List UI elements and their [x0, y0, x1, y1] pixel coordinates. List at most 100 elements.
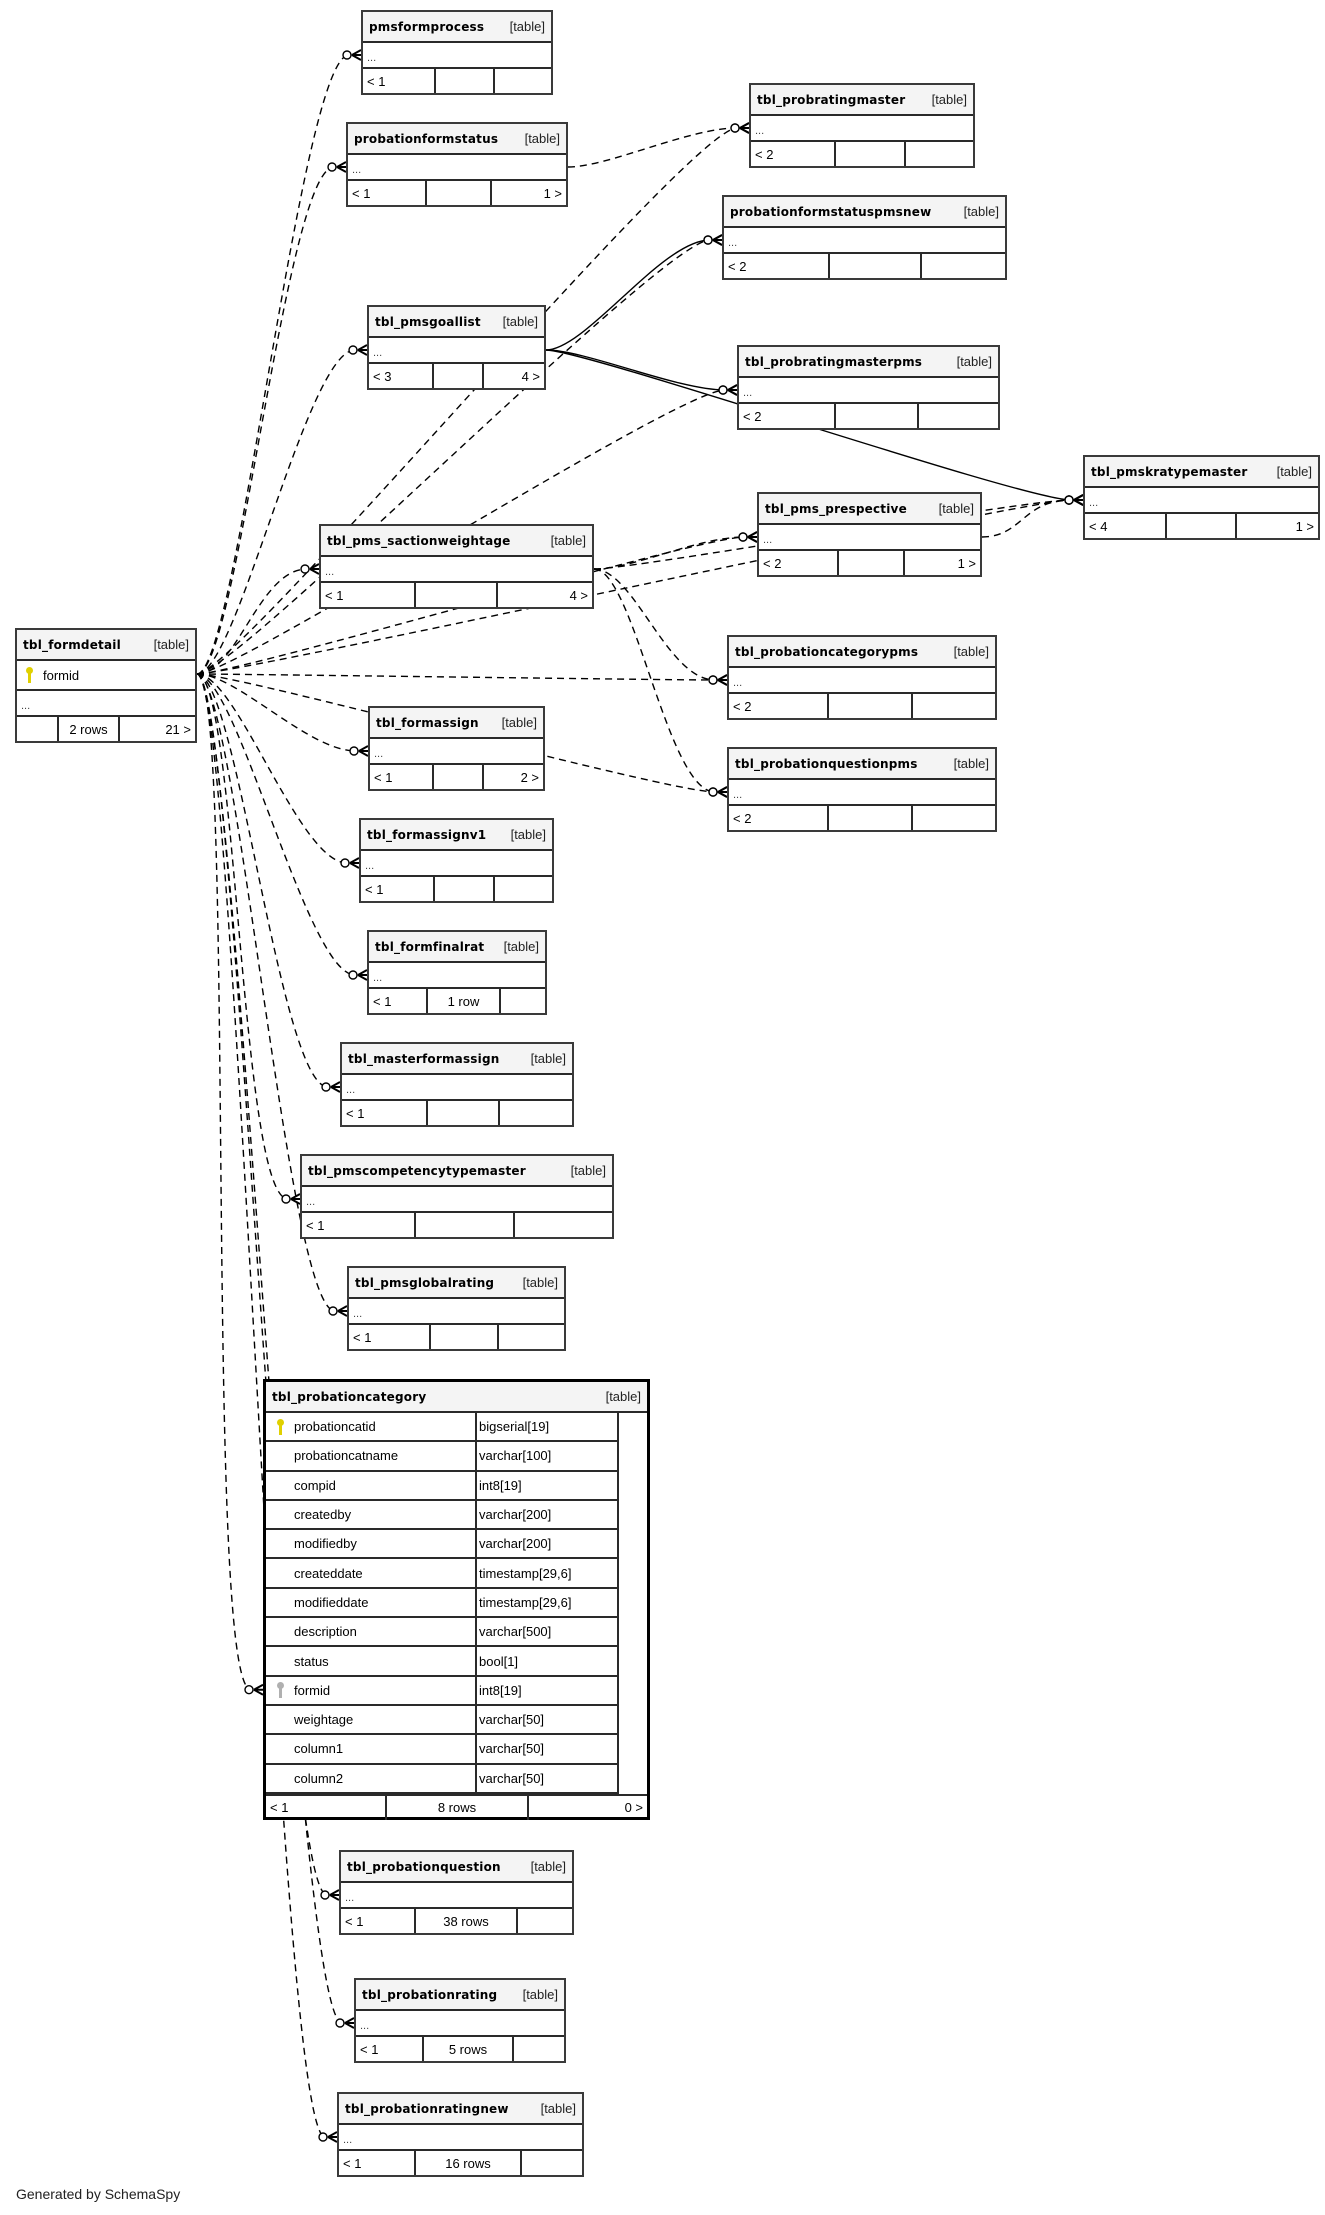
- column-row[interactable]: formid: [17, 661, 195, 691]
- parents-count[interactable]: < 1: [363, 69, 436, 93]
- table-header[interactable]: tbl_pmsgoallist[table]: [369, 307, 544, 338]
- table-header[interactable]: pmsformprocess[table]: [363, 12, 551, 43]
- children-count[interactable]: [495, 877, 552, 901]
- table-header[interactable]: tbl_pmscompetencytypemaster[table]: [302, 1156, 612, 1187]
- children-count[interactable]: 21 >: [165, 721, 191, 737]
- parents-count[interactable]: < 1: [339, 2151, 416, 2175]
- table-tbl-probationquestionpms[interactable]: tbl_probationquestionpms[table] ... < 2: [727, 747, 997, 832]
- table-name[interactable]: tbl_probationrating: [362, 1987, 498, 2002]
- table-name[interactable]: tbl_formfinalrat: [375, 939, 485, 954]
- table-tbl-masterformassign[interactable]: tbl_masterformassign[table] ... < 1: [340, 1042, 574, 1127]
- children-count[interactable]: [518, 1909, 572, 1933]
- children-count[interactable]: [515, 1213, 612, 1237]
- table-header[interactable]: tbl_probationcategory[table]: [266, 1382, 647, 1413]
- parents-count[interactable]: < 1: [348, 181, 427, 205]
- children-count[interactable]: [522, 2151, 582, 2175]
- table-pmsformprocess[interactable]: pmsformprocess[table] ... < 1: [361, 10, 553, 95]
- table-name[interactable]: tbl_formassignv1: [367, 827, 487, 842]
- table-header[interactable]: tbl_formassignv1[table]: [361, 820, 552, 851]
- table-header[interactable]: tbl_formdetail[table]: [17, 630, 195, 661]
- table-name[interactable]: probationformstatus: [354, 131, 499, 146]
- table-probationformstatuspmsnew[interactable]: probationformstatuspmsnew[table] ... < 2: [722, 195, 1007, 280]
- table-header[interactable]: tbl_probationrating[table]: [356, 1980, 564, 2011]
- table-tbl-probratingmaster[interactable]: tbl_probratingmaster[table] ... < 2: [749, 83, 975, 168]
- parents-count[interactable]: < 1: [341, 1909, 416, 1933]
- table-name[interactable]: tbl_pmsglobalrating: [355, 1275, 495, 1290]
- children-count[interactable]: 4 >: [521, 368, 540, 384]
- table-name[interactable]: tbl_pms_sactionweightage: [327, 533, 511, 548]
- children-count[interactable]: [499, 1325, 564, 1349]
- parents-count[interactable]: < 1: [361, 877, 435, 901]
- table-header[interactable]: tbl_probationquestionpms[table]: [729, 749, 995, 780]
- parents-count[interactable]: < 3: [369, 364, 434, 388]
- table-name[interactable]: tbl_pmsgoallist: [375, 314, 481, 329]
- table-tbl-probationcategory[interactable]: tbl_probationcategory[table] probationca…: [263, 1379, 650, 1820]
- children-count[interactable]: 1 >: [1295, 518, 1314, 534]
- parents-count[interactable]: [17, 717, 59, 741]
- table-header[interactable]: tbl_formfinalrat[table]: [369, 932, 545, 963]
- children-count[interactable]: 4 >: [569, 587, 588, 603]
- table-name[interactable]: tbl_pms_prespective: [765, 501, 907, 516]
- children-count[interactable]: [922, 254, 1005, 278]
- parents-count[interactable]: < 1: [321, 583, 416, 607]
- table-header[interactable]: tbl_masterformassign[table]: [342, 1044, 572, 1075]
- table-header[interactable]: tbl_probratingmaster[table]: [751, 85, 973, 116]
- parents-count[interactable]: < 2: [724, 254, 830, 278]
- table-tbl-probationcategorypms[interactable]: tbl_probationcategorypms[table] ... < 2: [727, 635, 997, 720]
- table-name[interactable]: pmsformprocess: [369, 19, 485, 34]
- table-name[interactable]: tbl_masterformassign: [348, 1051, 500, 1066]
- table-header[interactable]: tbl_formassign[table]: [370, 708, 543, 739]
- children-count[interactable]: 1 >: [543, 185, 562, 201]
- parents-count[interactable]: < 1: [356, 2037, 424, 2061]
- table-name[interactable]: tbl_probratingmasterpms: [745, 354, 923, 369]
- table-header[interactable]: tbl_probationquestion[table]: [341, 1852, 572, 1883]
- children-count[interactable]: [501, 989, 545, 1013]
- table-header[interactable]: tbl_probratingmasterpms[table]: [739, 347, 998, 378]
- table-name[interactable]: probationformstatuspmsnew: [730, 204, 932, 219]
- table-name[interactable]: tbl_formdetail: [23, 637, 121, 652]
- children-count[interactable]: 1 >: [957, 555, 976, 571]
- children-count[interactable]: [495, 69, 551, 93]
- children-count[interactable]: [913, 806, 995, 830]
- table-name[interactable]: tbl_probationcategorypms: [735, 644, 919, 659]
- parents-count[interactable]: < 2: [759, 551, 839, 575]
- children-count[interactable]: [500, 1101, 572, 1125]
- table-header[interactable]: probationformstatuspmsnew[table]: [724, 197, 1005, 228]
- table-tbl-pmscompetencytypemaster[interactable]: tbl_pmscompetencytypemaster[table] ... <…: [300, 1154, 614, 1239]
- parents-count[interactable]: < 1: [370, 765, 434, 789]
- table-tbl-pmsglobalrating[interactable]: tbl_pmsglobalrating[table] ... < 1: [347, 1266, 566, 1351]
- table-name[interactable]: tbl_probationratingnew: [345, 2101, 509, 2116]
- parents-count[interactable]: < 2: [729, 806, 829, 830]
- children-count[interactable]: 0 >: [624, 1800, 643, 1816]
- children-count[interactable]: 2 >: [520, 769, 539, 785]
- parents-count[interactable]: < 1: [369, 989, 428, 1013]
- parents-count[interactable]: < 2: [739, 404, 836, 428]
- table-tbl-probratingmasterpms[interactable]: tbl_probratingmasterpms[table] ... < 2: [737, 345, 1000, 430]
- table-name[interactable]: tbl_probationcategory: [272, 1389, 427, 1404]
- parents-count[interactable]: < 2: [751, 142, 836, 166]
- table-header[interactable]: tbl_pmskratypemaster[table]: [1085, 457, 1318, 488]
- table-name[interactable]: tbl_pmskratypemaster: [1091, 464, 1248, 479]
- table-header[interactable]: tbl_pms_prespective[table]: [759, 494, 980, 525]
